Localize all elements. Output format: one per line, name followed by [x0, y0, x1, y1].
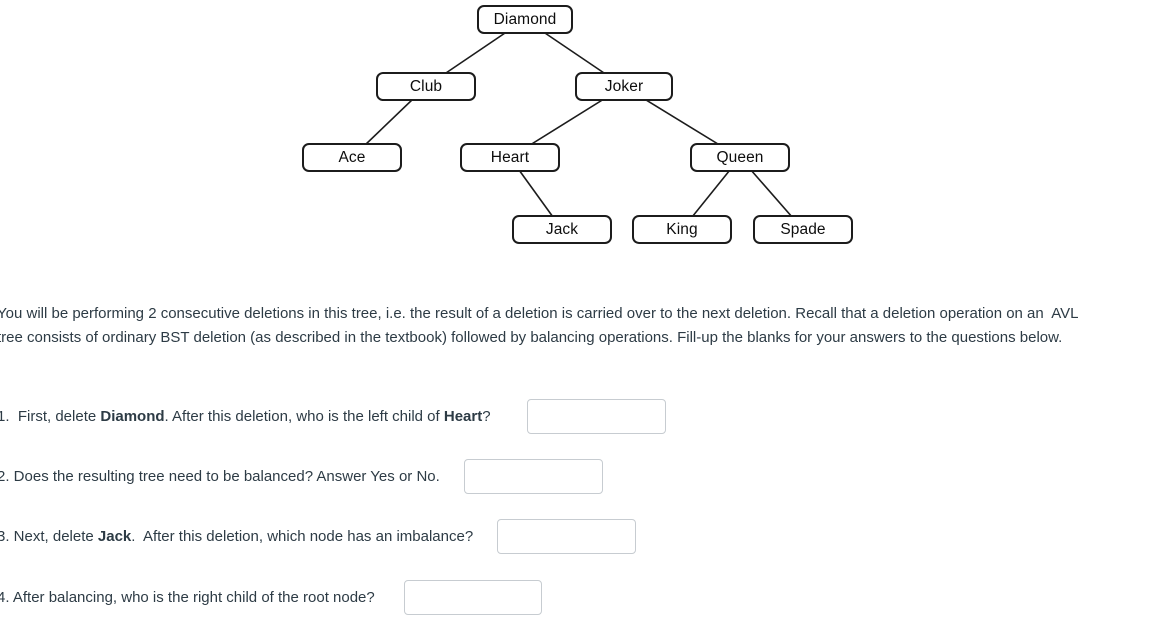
tree-node-club: Club [376, 72, 476, 101]
instructions-line-2: tree consists of ordinary BST deletion (… [0, 329, 1063, 346]
question-text-q1: 1. First, delete Diamond. After this del… [0, 408, 491, 425]
instructions-line-1: You will be performing 2 consecutive del… [0, 305, 1079, 322]
tree-node-heart: Heart [460, 143, 560, 172]
instructions-paragraph: You will be performing 2 consecutive del… [0, 302, 1079, 350]
question-row-q3: 3. Next, delete Jack. After this deletio… [0, 519, 1155, 554]
tree-node-ace: Ace [302, 143, 402, 172]
tree-node-jack: Jack [512, 215, 612, 244]
tree-node-spade: Spade [753, 215, 853, 244]
answer-input-q4[interactable] [404, 580, 542, 615]
question-row-q4: 4. After balancing, who is the right chi… [0, 580, 1155, 615]
tree-node-king: King [632, 215, 732, 244]
answer-input-q2[interactable] [464, 459, 603, 494]
answer-input-q1[interactable] [527, 399, 666, 434]
question-text-q4: 4. After balancing, who is the right chi… [0, 589, 375, 606]
question-text-q2: 2. Does the resulting tree need to be ba… [0, 468, 440, 485]
question-text-q3: 3. Next, delete Jack. After this deletio… [0, 528, 474, 545]
tree-node-joker: Joker [575, 72, 673, 101]
tree-node-queen: Queen [690, 143, 790, 172]
question-row-q1: 1. First, delete Diamond. After this del… [0, 399, 1155, 434]
tree-node-diamond: Diamond [477, 5, 573, 34]
answer-input-q3[interactable] [497, 519, 636, 554]
question-row-q2: 2. Does the resulting tree need to be ba… [0, 459, 1155, 494]
